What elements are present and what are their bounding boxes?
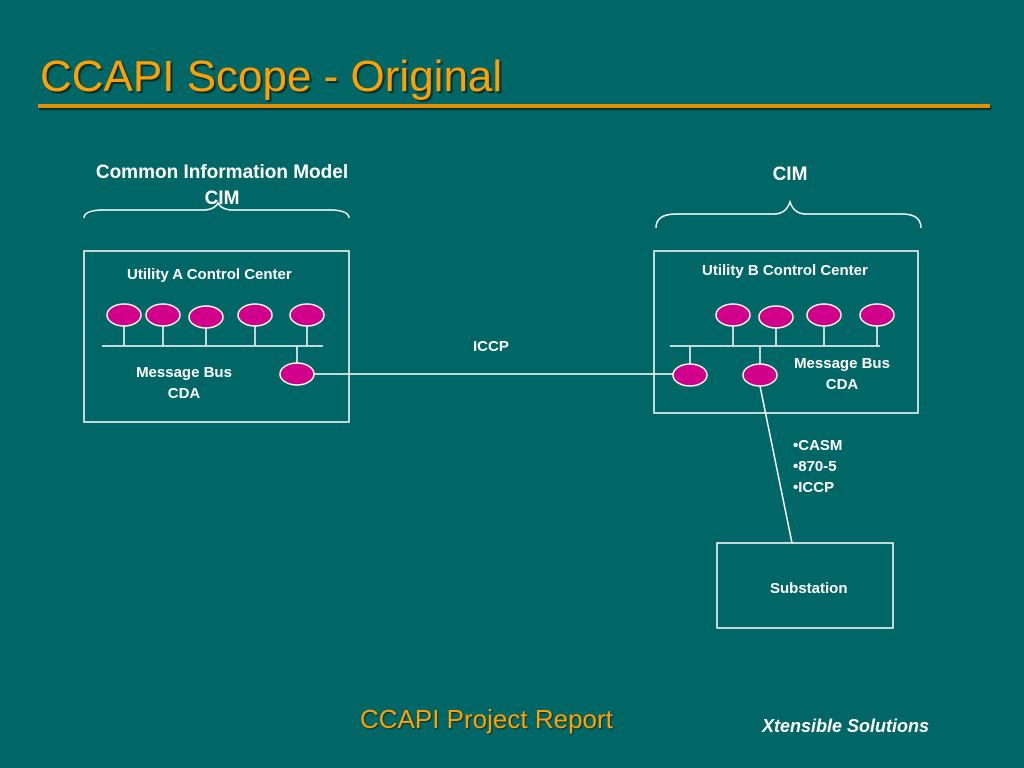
footer-report-title: CCAPI Project Report <box>360 704 613 734</box>
utility-b-bus-label: Message Bus CDA <box>776 353 908 395</box>
utility-b-node <box>715 303 751 327</box>
utility-a-node <box>188 305 224 329</box>
utility-a-gateway-node <box>279 362 315 386</box>
utility-b-gateway-node <box>672 363 708 387</box>
right-cim-brace <box>655 199 922 229</box>
title-underline <box>38 104 990 108</box>
left-cim-heading-line1: Common Information Model <box>95 162 349 183</box>
utility-b-bus-taps <box>689 326 878 364</box>
protocol-item: •CASM <box>793 437 843 454</box>
footer-company: Xtensible Solutions <box>762 716 930 736</box>
protocol-item: •ICCP <box>793 479 835 496</box>
utility-a-box <box>83 250 350 423</box>
substation-label: Substation <box>770 580 848 597</box>
utility-a-node <box>145 303 181 327</box>
utility-a-bus-line2: CDA <box>167 385 201 402</box>
utility-b-box <box>653 250 919 414</box>
utility-b-bus-line2: CDA <box>825 376 859 393</box>
utility-a-bus-line1: Message Bus <box>136 364 232 381</box>
right-cim-heading: CIM <box>772 164 808 185</box>
left-cim-brace <box>83 201 350 219</box>
slide-title: CCAPI Scope - Original <box>40 52 503 101</box>
protocol-item: •870-5 <box>793 458 837 475</box>
utility-b-node <box>859 303 895 327</box>
substation-box <box>716 542 894 629</box>
utility-b-label: Utility B Control Center <box>702 262 868 279</box>
iccp-link-label: ICCP <box>473 338 509 355</box>
utility-a-bus-label: Message Bus CDA <box>118 362 250 404</box>
left-cim-heading: Common Information Model CIM <box>70 160 374 212</box>
utility-a-node <box>106 303 142 327</box>
utility-a-label: Utility A Control Center <box>127 266 292 283</box>
utility-b-substation-node <box>742 363 778 387</box>
substation-link <box>759 385 793 544</box>
utility-a-node <box>237 303 273 327</box>
protocol-list: •CASM •870-5 •ICCP <box>793 435 842 498</box>
utility-b-node <box>758 305 794 329</box>
utility-b-node <box>806 303 842 327</box>
utility-b-bus-line1: Message Bus <box>794 355 890 372</box>
utility-a-bus-taps <box>123 326 308 364</box>
utility-a-node <box>289 303 325 327</box>
left-cim-heading-line2: CIM <box>204 188 240 209</box>
